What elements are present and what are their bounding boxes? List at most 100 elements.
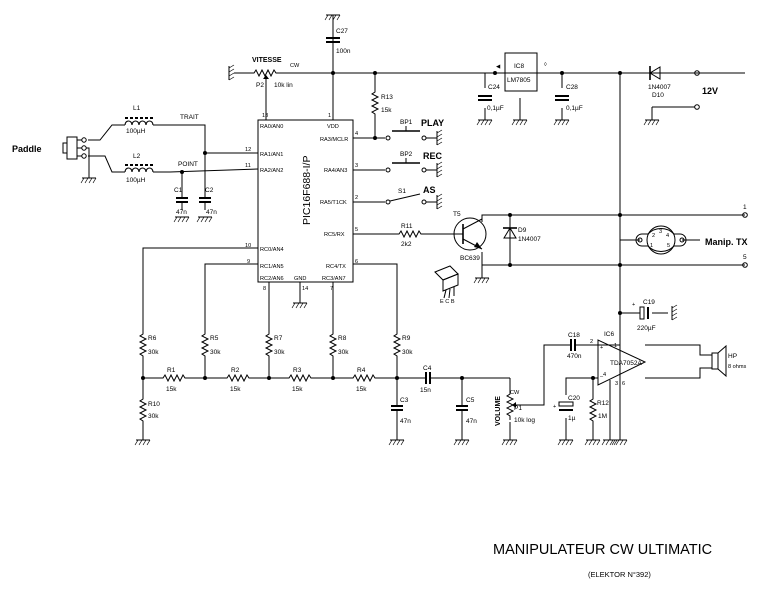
- svg-text:C1: C1: [174, 187, 183, 194]
- pin-13-number: 13: [262, 113, 268, 119]
- svg-text:HP: HP: [728, 353, 737, 360]
- svg-text:–: –: [600, 374, 604, 380]
- pin-rc3-label: RC3/AN7: [322, 276, 346, 282]
- capacitor-c2: C2 47n: [198, 187, 217, 216]
- svg-text:15k: 15k: [292, 386, 303, 393]
- svg-text:R11: R11: [401, 223, 413, 230]
- svg-text:◊: ◊: [544, 62, 547, 68]
- speaker-icon: HP 8 ohms: [711, 344, 747, 378]
- paddle-jack: Paddle: [12, 136, 90, 178]
- pin-2-number: 2: [355, 195, 358, 201]
- svg-text:IC8: IC8: [514, 63, 525, 70]
- svg-text:100µH: 100µH: [126, 177, 146, 184]
- potentiometer-p1: CW P1 10k log VOLUME: [495, 389, 535, 426]
- svg-text:BP1: BP1: [400, 119, 413, 126]
- svg-text:T5: T5: [453, 211, 461, 218]
- manip-tx-label: Manip. TX: [705, 237, 748, 247]
- button-bp1: BP1 PLAY: [385, 118, 444, 141]
- transistor-t5: T5 BC639: [445, 211, 487, 262]
- inductor-l2: L2 100µH: [124, 153, 154, 184]
- svg-text:L1: L1: [133, 105, 141, 112]
- svg-text:1N4007: 1N4007: [518, 236, 541, 243]
- svg-text:TDA7052A: TDA7052A: [610, 360, 642, 367]
- svg-text:BP2: BP2: [400, 151, 413, 158]
- capacitor-c18: C18 470n: [562, 332, 584, 360]
- switch-s1: S1 AS: [385, 185, 437, 205]
- svg-text:6: 6: [622, 381, 625, 387]
- diode-d10: 1N4007 D10: [648, 66, 671, 99]
- svg-text:C20: C20: [568, 395, 580, 402]
- pic-mcu-label: PIC16F688-I/P: [301, 156, 313, 225]
- pin-9-number: 9: [247, 259, 250, 265]
- pin-ra5-label: RA5/T1CK: [320, 200, 347, 206]
- capacitor-c1: C1 47n: [174, 187, 189, 216]
- svg-text:1N4007: 1N4007: [648, 84, 671, 91]
- svg-text:D10: D10: [652, 92, 664, 99]
- v12-label: 12V: [702, 86, 718, 96]
- svg-text:15k: 15k: [166, 386, 177, 393]
- volume-label: VOLUME: [495, 396, 502, 426]
- wiring: [88, 15, 745, 440]
- svg-text:◀: ◀: [496, 64, 501, 70]
- svg-text:15k: 15k: [230, 386, 241, 393]
- pin-ra1-label: RA1/AN1: [260, 152, 283, 158]
- svg-text:R6: R6: [148, 335, 157, 342]
- capacitor-c27: C27 100n: [324, 14, 351, 55]
- svg-text:1: 1: [614, 343, 617, 349]
- svg-text:C28: C28: [566, 84, 578, 91]
- svg-text:C27: C27: [336, 28, 348, 35]
- svg-text:R5: R5: [210, 335, 219, 342]
- output-1-label: 1: [743, 204, 747, 211]
- svg-text:R9: R9: [402, 335, 411, 342]
- capacitor-c19: + C19 220µF: [632, 299, 656, 332]
- svg-text:100n: 100n: [336, 48, 351, 55]
- svg-text:C5: C5: [466, 397, 475, 404]
- svg-text:30k: 30k: [338, 349, 349, 356]
- svg-text:D9: D9: [518, 227, 527, 234]
- svg-text:C2: C2: [205, 187, 214, 194]
- svg-text:220µF: 220µF: [637, 325, 656, 332]
- svg-text:R2: R2: [231, 367, 240, 374]
- button-bp2: BP2 REC: [385, 151, 443, 173]
- resistor-r12: R12 1M: [589, 394, 609, 426]
- pin-ra3-label: RA3/MCLR: [320, 137, 348, 143]
- svg-text:R4: R4: [357, 367, 366, 374]
- transistor-package-icon: E C B: [434, 265, 459, 305]
- pin-14-number: 14: [302, 286, 308, 292]
- svg-text:2: 2: [652, 233, 655, 239]
- din-connector: 2 3 4 1 5: [635, 225, 687, 255]
- pic-mcu: PIC16F688-I/P RA0/AN0 VDD RA1/AN1 RA3/MC…: [245, 113, 358, 292]
- pin-4-number: 4: [355, 131, 358, 137]
- svg-text:S1: S1: [398, 188, 406, 195]
- capacitor-c24: C24 0,1µF: [478, 84, 504, 112]
- svg-text:3: 3: [615, 381, 618, 387]
- svg-text:47n: 47n: [400, 418, 411, 425]
- svg-text:15n: 15n: [420, 387, 431, 394]
- power-terminal-plus: [694, 70, 700, 76]
- svg-text:L2: L2: [133, 153, 141, 160]
- pin-ra4-label: RA4/AN3: [324, 168, 347, 174]
- svg-text:15k: 15k: [381, 107, 392, 114]
- svg-text:E C B: E C B: [440, 299, 455, 305]
- svg-text:15k: 15k: [356, 386, 367, 393]
- svg-text:30k: 30k: [148, 413, 159, 420]
- svg-text:R8: R8: [338, 335, 347, 342]
- pin-gnd-label: GND: [294, 276, 306, 282]
- svg-text:3: 3: [659, 229, 662, 235]
- svg-text:CW: CW: [510, 390, 520, 396]
- svg-text:C18: C18: [568, 332, 580, 339]
- pin-7-number: 7: [330, 286, 333, 292]
- svg-text:4: 4: [666, 233, 669, 239]
- svg-text:CW: CW: [290, 63, 300, 69]
- svg-text:BC639: BC639: [460, 255, 480, 262]
- pin-rc2-label: RC2/AN6: [260, 276, 284, 282]
- svg-text:R13: R13: [381, 94, 393, 101]
- vitesse-label: VITESSE: [252, 57, 282, 64]
- svg-text:R3: R3: [293, 367, 302, 374]
- resistor-r4: R4 15k: [348, 367, 380, 393]
- svg-text:IC6: IC6: [604, 331, 615, 338]
